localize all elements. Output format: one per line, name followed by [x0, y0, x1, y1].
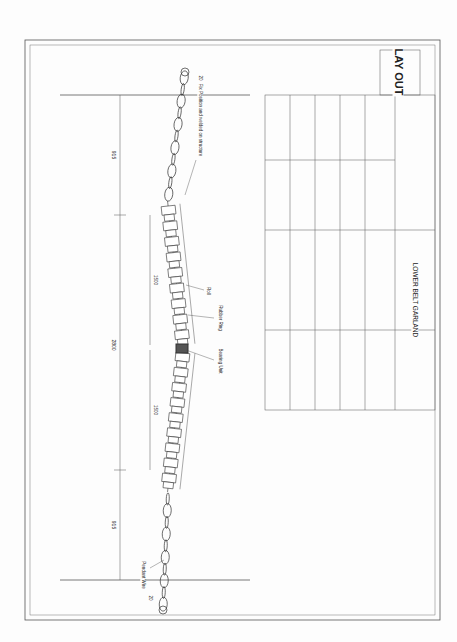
part-label: Pendant Wire [141, 560, 146, 589]
part-label: 1500 [153, 274, 158, 286]
sheet-title: LAY OUT [393, 47, 404, 96]
structure-line [60, 95, 250, 96]
title-block [265, 50, 435, 410]
part-label: Rubber Ring [218, 304, 223, 331]
part-label: Fix Position and welded on structure [198, 83, 203, 158]
part-label: 20 [198, 74, 203, 81]
drawing-name: LOWER BELT GARLAND [412, 262, 419, 339]
dimension-lines [114, 95, 150, 580]
leader-lines [150, 160, 214, 568]
part-label: 1500 [153, 404, 158, 416]
structure-line [60, 580, 250, 581]
part-label: 20 [148, 594, 153, 601]
part-label: Roll [206, 286, 211, 296]
part-label: Bearing Unit [218, 348, 223, 375]
part-label: 2800 [111, 338, 116, 351]
part-label: 915 [111, 520, 116, 530]
sheet-border [25, 40, 440, 620]
chain-links [159, 68, 189, 614]
inner-border [30, 45, 435, 615]
part-label: 915 [111, 150, 116, 160]
roll-assemblies [161, 200, 196, 494]
